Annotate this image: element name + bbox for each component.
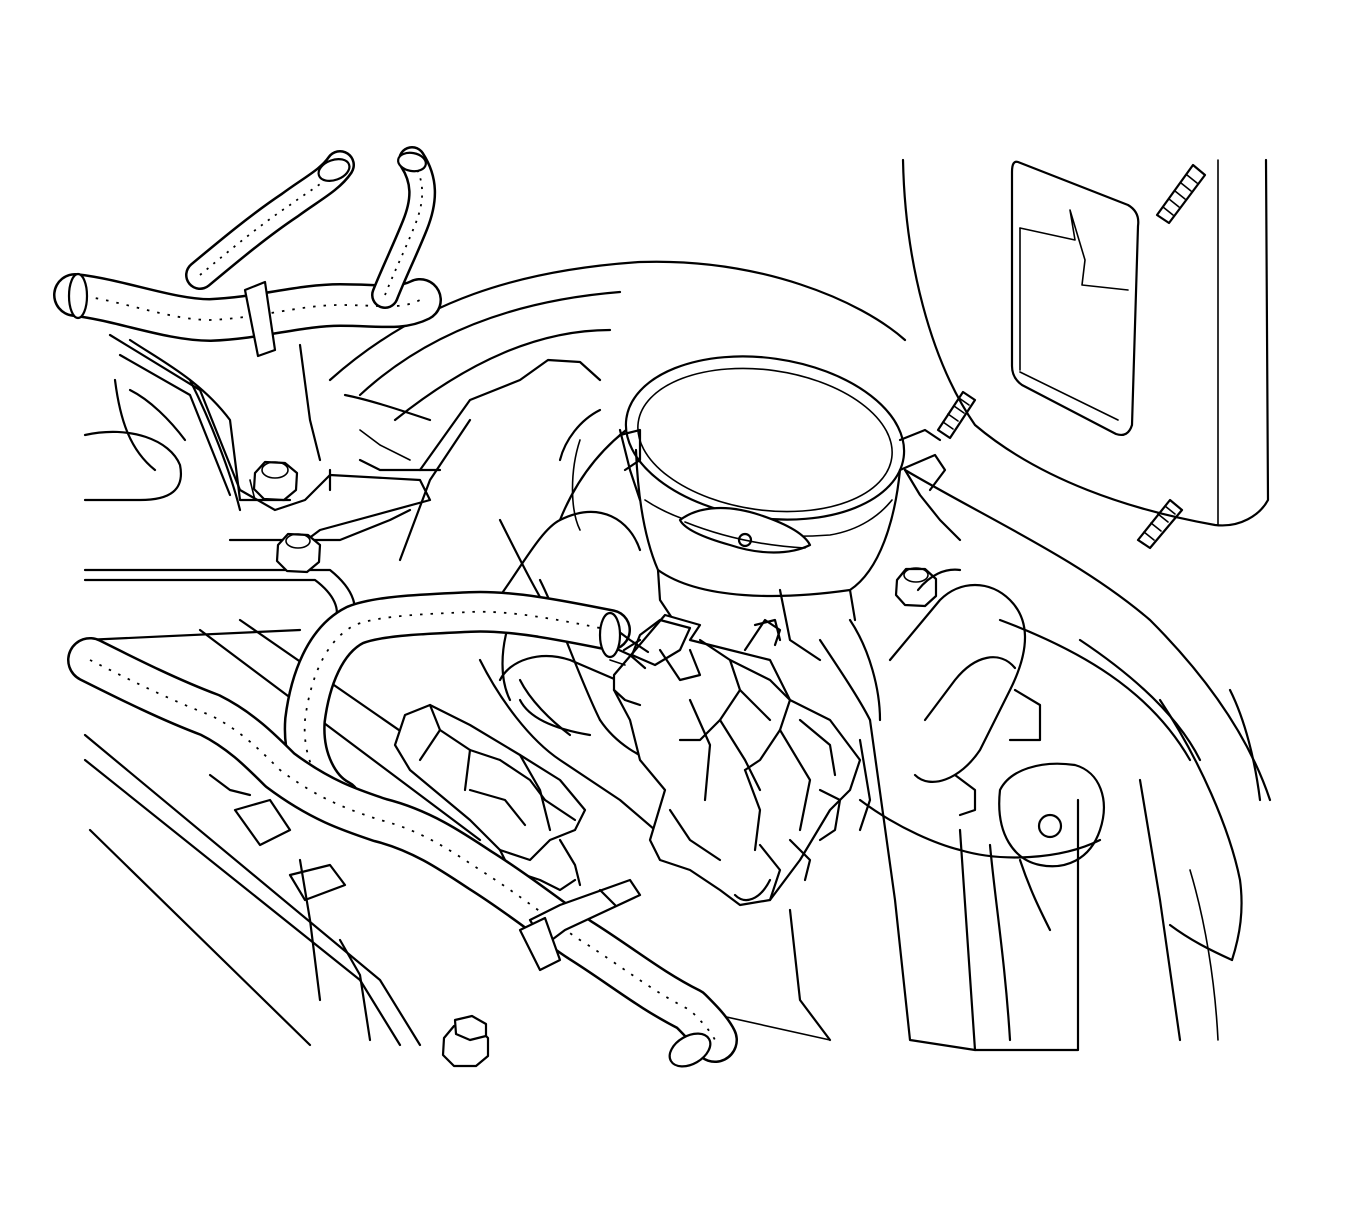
nuts xyxy=(252,460,938,1068)
intake-manifold xyxy=(328,260,1272,1052)
corrugated-conduit-icon xyxy=(90,660,715,1040)
engine-cover-panel xyxy=(901,158,1270,527)
studs xyxy=(936,163,1207,550)
mounting-bracket xyxy=(108,333,432,547)
nut-icon xyxy=(275,532,322,574)
electrical-connector xyxy=(609,613,862,907)
nut-icon xyxy=(894,567,938,608)
corrugated-conduit-icon xyxy=(385,160,422,295)
nut-icon xyxy=(441,1014,490,1068)
nut-icon xyxy=(252,460,299,502)
stud-icon xyxy=(936,390,977,440)
throttle-plate xyxy=(678,507,812,554)
stud-icon xyxy=(1136,498,1184,550)
wiring-harness xyxy=(69,151,716,1068)
throttle-body xyxy=(478,408,1042,862)
harness-connector xyxy=(393,703,587,892)
corrugated-conduit-icon xyxy=(200,165,340,275)
throttle-bore xyxy=(618,355,947,632)
stud-icon xyxy=(1155,163,1207,225)
